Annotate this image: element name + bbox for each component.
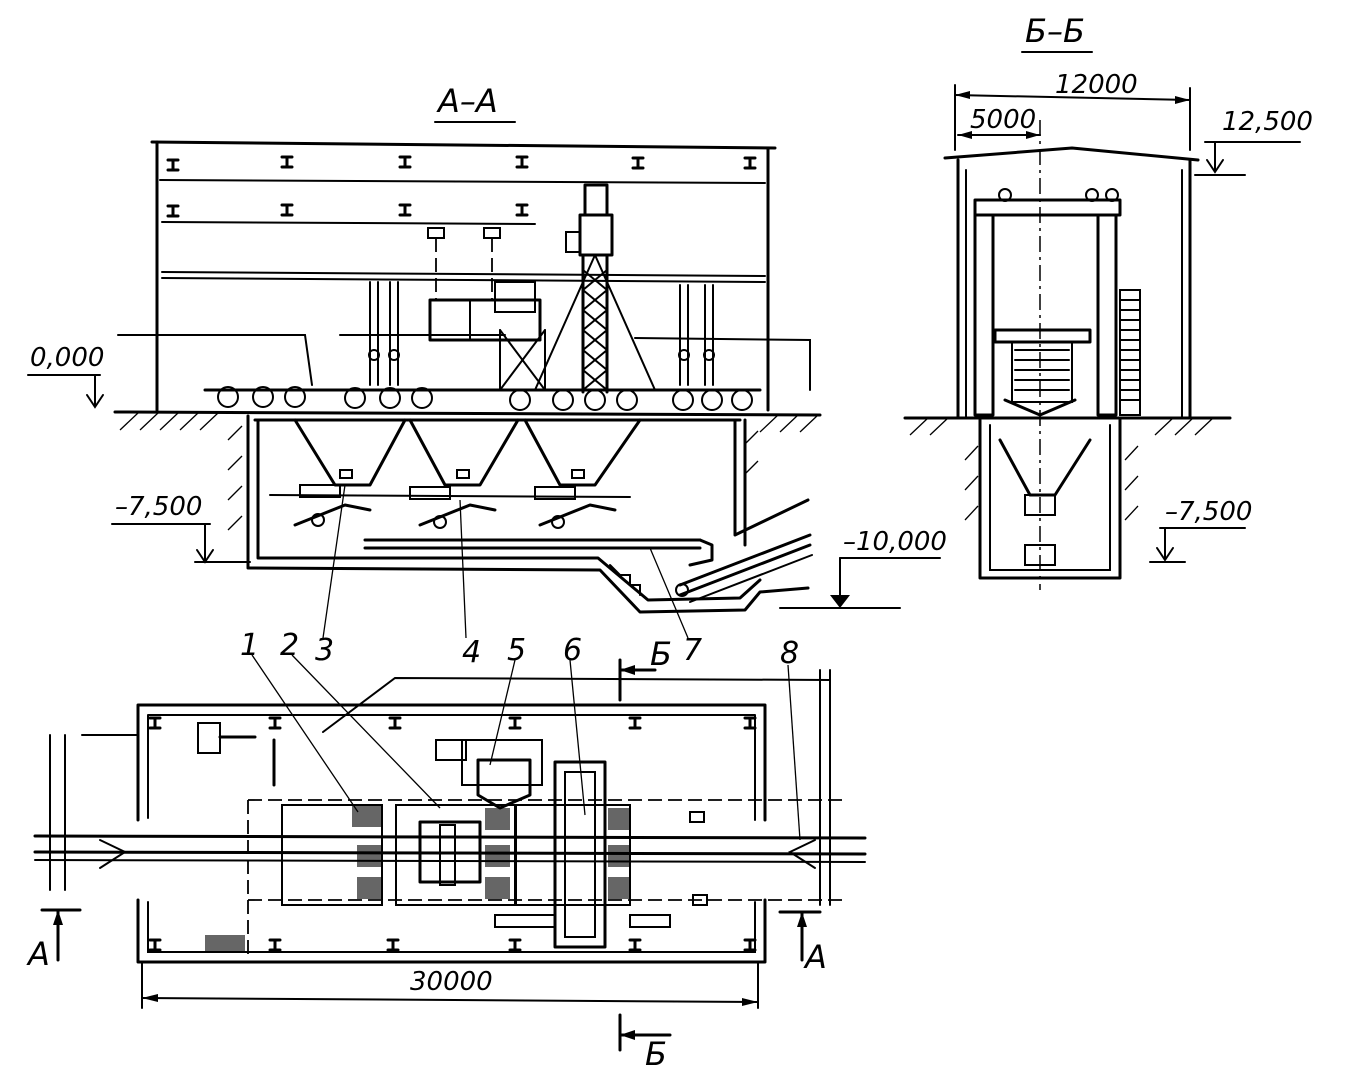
section-marker-b-bottom: Б <box>645 1035 667 1069</box>
elevation-zero-label: 0,000 <box>30 343 104 373</box>
conveyor <box>363 533 813 603</box>
plan-column-markers <box>148 716 757 952</box>
elevation-minus-10000-label: –10,000 <box>843 527 947 557</box>
callout-6: 6 <box>563 633 582 668</box>
section-aa-view: А–А <box>27 82 947 639</box>
hoppers <box>269 418 642 498</box>
callout-4: 4 <box>462 635 481 670</box>
dosing-feeders <box>293 484 617 529</box>
mixer-unit <box>993 328 1092 417</box>
elevation-minus-7500-marker: –7,500 <box>111 492 251 564</box>
dimension-30000-label: 30000 <box>410 967 493 997</box>
plan-view: Б Б А А 30000 <box>26 635 867 1069</box>
callout-1: 1 <box>240 628 259 663</box>
rail-cars <box>117 334 811 411</box>
section-marker-a-left: А <box>26 935 50 973</box>
section-aa-title: А–А <box>436 82 498 120</box>
hoist-assembly <box>427 227 542 342</box>
section-marker-b-top: Б <box>650 635 672 673</box>
section-marker-a-right: А <box>803 938 827 976</box>
mixer-tower <box>499 183 656 394</box>
dimension-12000-label: 12000 <box>1055 70 1138 100</box>
elevation-minus-7500-label: –7,500 <box>115 492 202 522</box>
callout-7: 7 <box>683 633 702 668</box>
loading-rigging <box>368 281 715 386</box>
plan-dosing-blocks <box>281 804 631 906</box>
dimension-5000-label: 5000 <box>970 105 1036 135</box>
elevation-zero-marker: 0,000 <box>27 343 104 409</box>
section-bb-view: Б–Б 12000 5000 12,500 <box>903 12 1313 590</box>
callout-labels: 1 2 3 4 5 6 7 8 <box>240 628 799 671</box>
callout-2: 2 <box>280 628 299 663</box>
callout-8: 8 <box>780 636 799 671</box>
callout-5: 5 <box>507 633 526 668</box>
ground-hatching <box>119 412 819 531</box>
underground-pit <box>246 414 810 614</box>
callout-3: 3 <box>315 633 334 668</box>
elevation-minus-10000-marker: –10,000 <box>779 527 947 609</box>
bb-elevation-minus-7500-label: –7,500 <box>1165 497 1252 527</box>
section-bb-title: Б–Б <box>1025 12 1085 50</box>
bb-ground-hatching <box>909 417 1214 521</box>
crane-beam-markers <box>166 155 757 218</box>
elevation-plus-12500-label: 12,500 <box>1222 107 1313 137</box>
